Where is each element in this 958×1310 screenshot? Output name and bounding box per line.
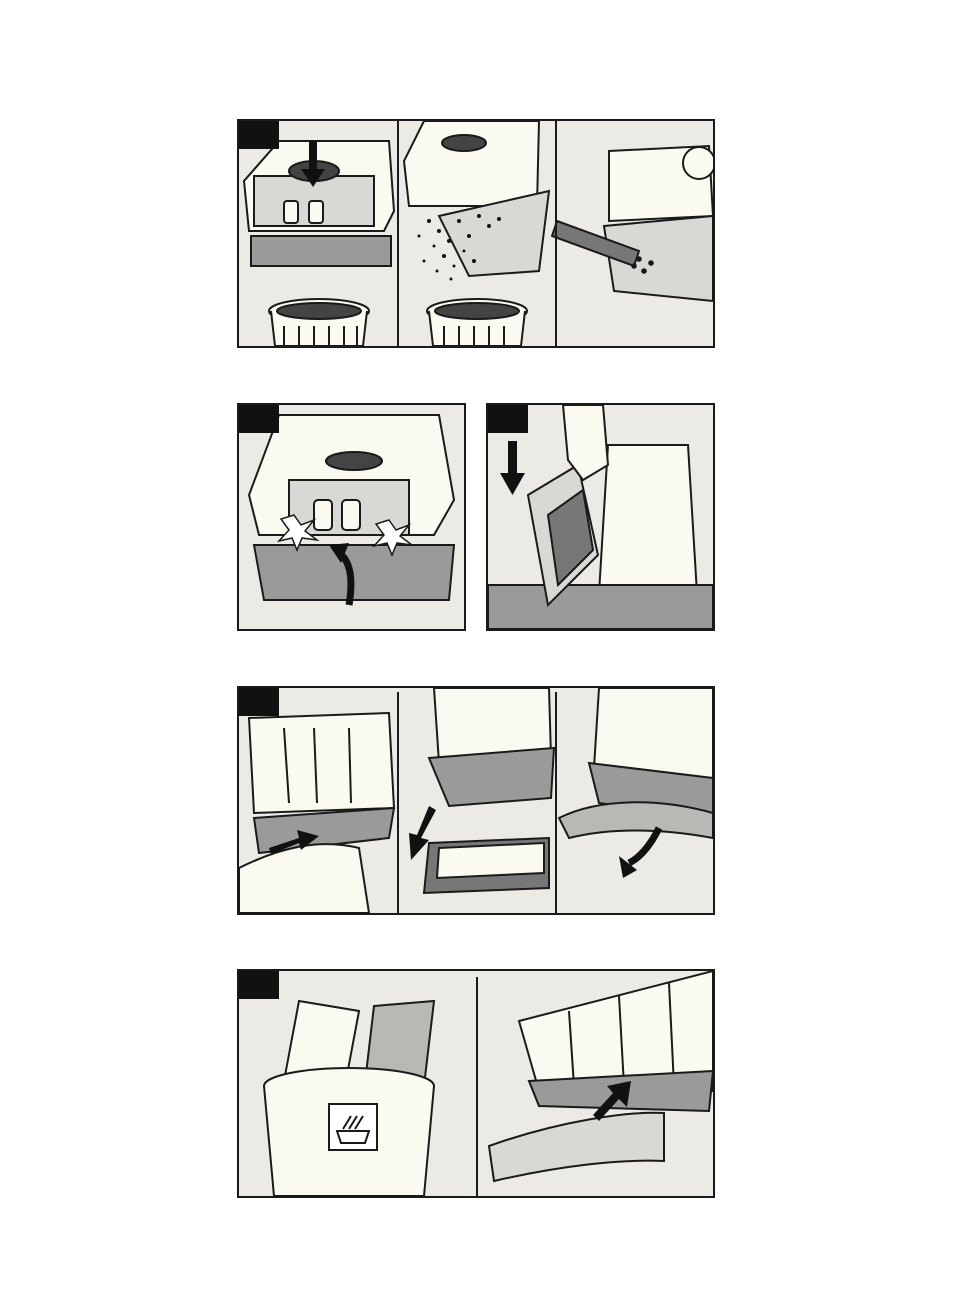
hand-wash-symbol-icon bbox=[329, 1104, 377, 1150]
filter-housing-scene-a bbox=[244, 141, 394, 266]
step-2-panel bbox=[237, 403, 466, 631]
step-4-divider-a bbox=[397, 692, 399, 913]
filter-frame-c bbox=[559, 688, 713, 838]
step-4-divider-b bbox=[555, 692, 557, 913]
step-1-divider-a bbox=[397, 121, 399, 346]
motor-block-a bbox=[239, 713, 394, 913]
step-1-number-badge bbox=[239, 121, 279, 149]
step-3-number-badge bbox=[488, 405, 528, 433]
step-4-illustration bbox=[239, 688, 713, 913]
step-5-number-badge bbox=[239, 971, 279, 999]
step-3-illustration bbox=[488, 405, 713, 629]
step-1-panel bbox=[237, 119, 715, 348]
step-5-divider bbox=[476, 977, 478, 1196]
vacuum-compartment bbox=[488, 405, 713, 629]
step-3-panel bbox=[486, 403, 715, 631]
downward-arrow-icon bbox=[500, 441, 525, 495]
filter-frame-b bbox=[424, 688, 554, 893]
step-1-illustration bbox=[239, 121, 713, 346]
step-2-illustration bbox=[239, 405, 464, 629]
motor-block-e bbox=[489, 971, 713, 1181]
trash-bin-icon bbox=[269, 299, 369, 346]
step-4-number-badge bbox=[239, 688, 279, 716]
step-2-number-badge bbox=[239, 405, 279, 433]
vacuum-body-scene-c bbox=[604, 146, 713, 301]
curved-arrow-icon bbox=[629, 828, 659, 863]
trash-bin-icon bbox=[427, 299, 527, 346]
wash-bucket bbox=[264, 1001, 434, 1196]
filter-housing-scene-b bbox=[404, 121, 549, 276]
step-1-divider-b bbox=[555, 121, 557, 346]
step-5-panel bbox=[237, 969, 715, 1198]
step-4-panel bbox=[237, 686, 715, 915]
